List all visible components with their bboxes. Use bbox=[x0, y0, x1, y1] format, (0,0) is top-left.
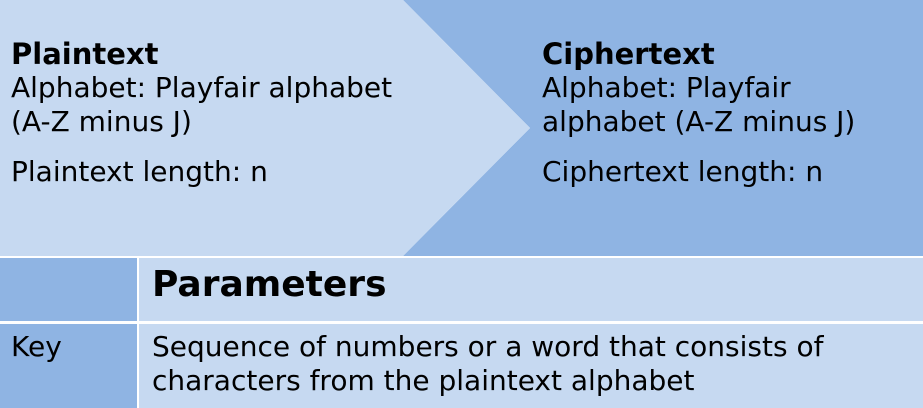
key-label-cell bbox=[0, 324, 137, 408]
ciphertext-alphabet-line2: alphabet (A-Z minus J) bbox=[542, 105, 856, 138]
ciphertext-block: Ciphertext Alphabet: Playfair alphabet (… bbox=[542, 37, 912, 189]
plaintext-alphabet-line1: Alphabet: Playfair alphabet bbox=[11, 71, 393, 104]
plaintext-block: Plaintext Alphabet: Playfair alphabet (A… bbox=[11, 37, 411, 189]
plaintext-chevron bbox=[0, 0, 530, 256]
ciphertext-panel bbox=[403, 0, 923, 256]
key-description-line1: Sequence of numbers or a word that consi… bbox=[152, 330, 824, 363]
plaintext-alphabet-line2: (A-Z minus J) bbox=[11, 105, 192, 138]
key-label: Key bbox=[11, 330, 62, 363]
ciphertext-title: Ciphertext bbox=[542, 37, 715, 71]
parameters-header-cell bbox=[139, 258, 923, 321]
key-description-cell bbox=[139, 324, 923, 408]
plaintext-length: Plaintext length: n bbox=[11, 155, 268, 188]
ciphertext-length: Ciphertext length: n bbox=[542, 155, 824, 188]
ciphertext-alphabet-line1: Alphabet: Playfair bbox=[542, 71, 791, 104]
parameters-header-corner bbox=[0, 258, 137, 321]
plaintext-title: Plaintext bbox=[11, 37, 159, 71]
key-description: Sequence of numbers or a word that consi… bbox=[152, 330, 912, 398]
key-description-line2: characters from the plaintext alphabet bbox=[152, 364, 695, 397]
parameters-header: Parameters bbox=[152, 264, 387, 305]
